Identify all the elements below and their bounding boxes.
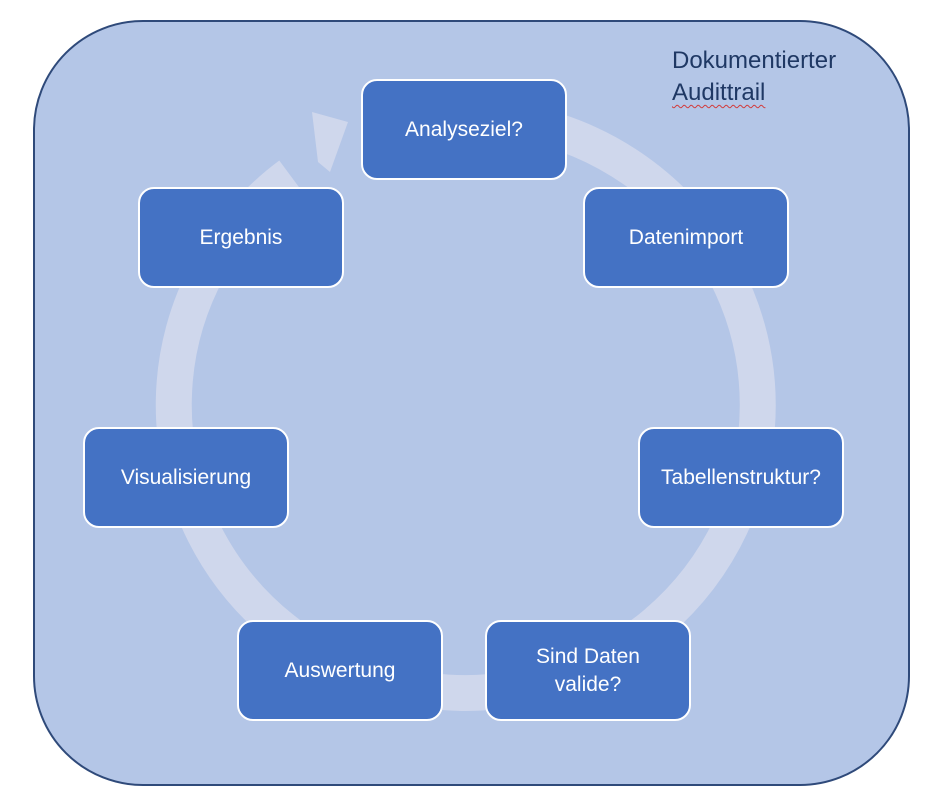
audit-trail-title: Dokumentierter Audittrail — [672, 45, 836, 109]
step-label: Auswertung — [284, 658, 396, 682]
step-label: Sind Daten valide? — [536, 644, 640, 696]
step-ergebnis: Ergebnis — [138, 187, 344, 288]
step-label: Analyseziel? — [405, 117, 523, 141]
step-visualisierung: Visualisierung — [83, 427, 289, 528]
step-label: Datenimport — [628, 225, 744, 249]
step-tabellenstruktur: Tabellenstruktur? — [638, 427, 844, 528]
step-datenimport: Datenimport — [583, 187, 789, 288]
step-label: Visualisierung — [120, 465, 252, 489]
step-label: Tabellenstruktur? — [661, 465, 821, 489]
title-line-2: Audittrail — [672, 79, 766, 106]
step-auswertung: Auswertung — [237, 620, 443, 721]
cycle-arrowhead-icon — [312, 112, 348, 172]
title-line-1: Dokumentierter — [672, 47, 837, 74]
step-daten-valide: Sind Daten valide? — [485, 620, 691, 721]
step-analyseziel: Analyseziel? — [361, 79, 567, 180]
step-label: Ergebnis — [199, 225, 283, 249]
